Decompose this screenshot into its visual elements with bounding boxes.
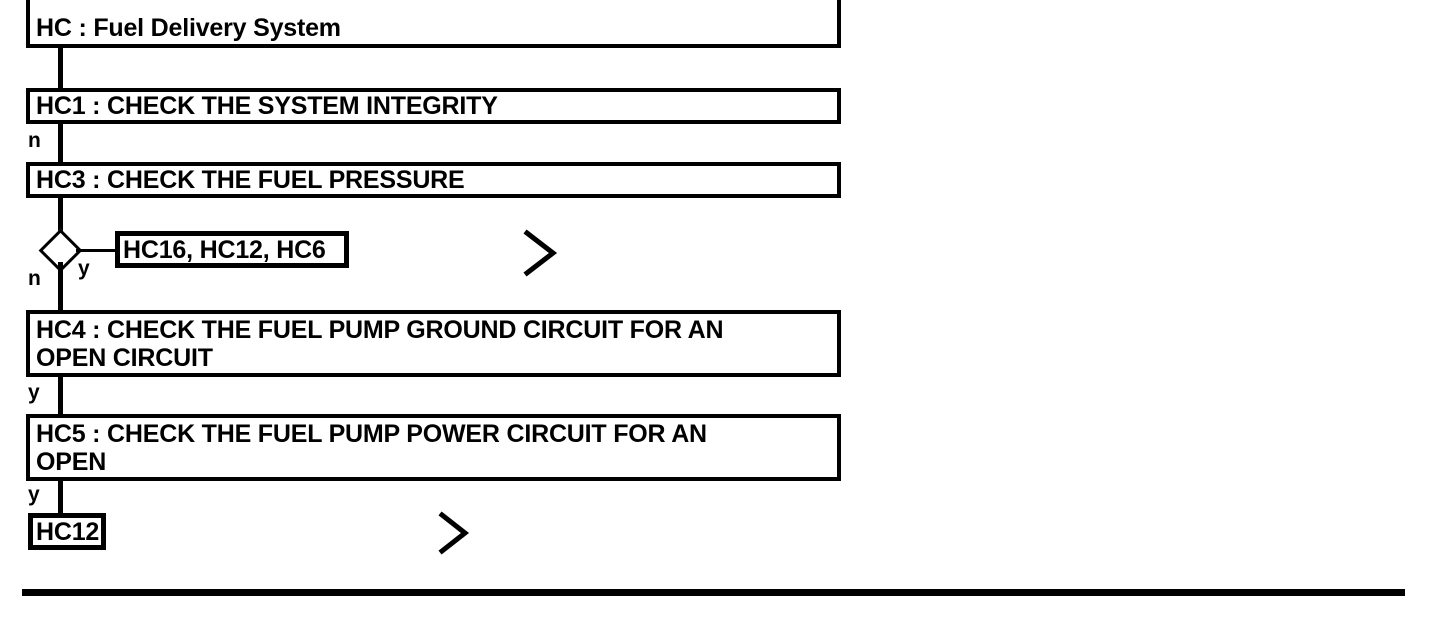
node-hc3-label: HC3 : CHECK THE FUEL PRESSURE [36, 166, 465, 194]
connector-hc3-to-decision [58, 194, 63, 238]
node-hc1-label: HC1 : CHECK THE SYSTEM INTEGRITY [36, 92, 498, 120]
edge-label-hc5-to-hc12: y [28, 483, 40, 506]
node-root-label: HC : Fuel Delivery System [36, 14, 341, 42]
node-hc1[interactable]: HC1 : CHECK THE SYSTEM INTEGRITY [26, 88, 841, 124]
node-hc4-label-line-2: OPEN CIRCUIT [36, 343, 213, 372]
node-ref-hc12[interactable]: HC12 [28, 513, 106, 550]
node-ref-hc16-label: HC16, HC12, HC6 [123, 235, 326, 264]
edge-label-hc4-to-hc5: y [28, 381, 40, 404]
node-hc3[interactable]: HC3 : CHECK THE FUEL PRESSURE [26, 162, 841, 198]
footer-divider [22, 589, 1405, 596]
connector-hc4-to-hc5 [58, 374, 63, 418]
connector-hc5-to-ref-hc12 [58, 478, 63, 514]
connector-root-to-hc1 [58, 44, 63, 90]
edge-label-decision-no: n [28, 267, 41, 290]
node-hc5[interactable]: HC5 : CHECK THE FUEL PUMP POWER CIRCUIT … [26, 414, 841, 481]
node-hc5-label-line-2: OPEN [36, 447, 107, 476]
edge-label-decision-yes: y [78, 257, 90, 280]
node-ref-hc12-label: HC12 [36, 517, 100, 546]
connector-decision-no-to-hc4 [58, 262, 63, 314]
chevron-right-icon[interactable] [521, 228, 561, 278]
chevron-right-icon[interactable] [437, 510, 473, 556]
node-hc4-label-line-1: HC4 : CHECK THE FUEL PUMP GROUND CIRCUIT… [36, 315, 724, 344]
edge-label-hc1-to-hc3: n [28, 129, 41, 152]
node-root-hc[interactable]: HC : Fuel Delivery System [26, 0, 841, 48]
connector-hc1-to-hc3 [58, 120, 63, 166]
node-hc4[interactable]: HC4 : CHECK THE FUEL PUMP GROUND CIRCUIT… [26, 310, 841, 377]
node-hc5-label-line-1: HC5 : CHECK THE FUEL PUMP POWER CIRCUIT … [36, 419, 707, 448]
node-ref-hc16-hc12-hc6[interactable]: HC16, HC12, HC6 [115, 231, 349, 268]
connector-decision-yes-to-ref-hc16 [76, 249, 118, 252]
